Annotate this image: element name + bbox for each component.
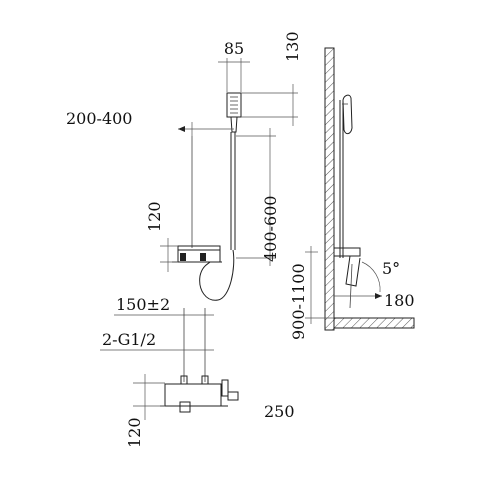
bottom-handle xyxy=(179,401,191,413)
dim-arm-range: 200-400 xyxy=(66,109,132,128)
dim-bottom-gap: 120 xyxy=(125,417,144,448)
side-spout xyxy=(345,255,361,287)
dim-mount-height: 900-1100 xyxy=(289,263,308,340)
shower-head-outline xyxy=(226,92,242,118)
mixer-body-top xyxy=(177,245,221,251)
side-shower-head xyxy=(342,94,353,135)
side-mixer-body xyxy=(333,247,361,257)
dim-inlet-thread: 2-G1/2 xyxy=(102,330,156,349)
side-view: 5° 180 900-1100 xyxy=(289,47,415,340)
bottom-spout-connector xyxy=(221,379,229,397)
wall-section xyxy=(324,47,335,331)
front-view: 85 130 200-400 400-600 120 xyxy=(66,31,302,301)
dim-projection: 180 xyxy=(384,291,415,310)
floor-section xyxy=(333,317,415,329)
dim-center-spacing: 150±2 xyxy=(116,295,170,314)
angle-arc xyxy=(361,261,381,293)
bottom-view: 150±2 2-G1/2 120 250 xyxy=(100,295,295,448)
dim-tilt-angle: 5° xyxy=(382,259,400,278)
dim-head-height: 130 xyxy=(283,31,302,62)
shower-head-neck xyxy=(230,116,238,133)
dim-head-width: 85 xyxy=(224,39,244,58)
shower-hose xyxy=(199,249,235,301)
dim-fixture-gap: 120 xyxy=(145,201,164,232)
mixer-handle-right xyxy=(200,253,206,261)
bottom-mixer-body xyxy=(164,383,222,407)
dim-depth: 250 xyxy=(264,402,295,421)
dim-rail-range: 400-600 xyxy=(261,196,280,262)
mixer-handle-left xyxy=(180,253,186,261)
angle-reference-line xyxy=(349,263,353,309)
